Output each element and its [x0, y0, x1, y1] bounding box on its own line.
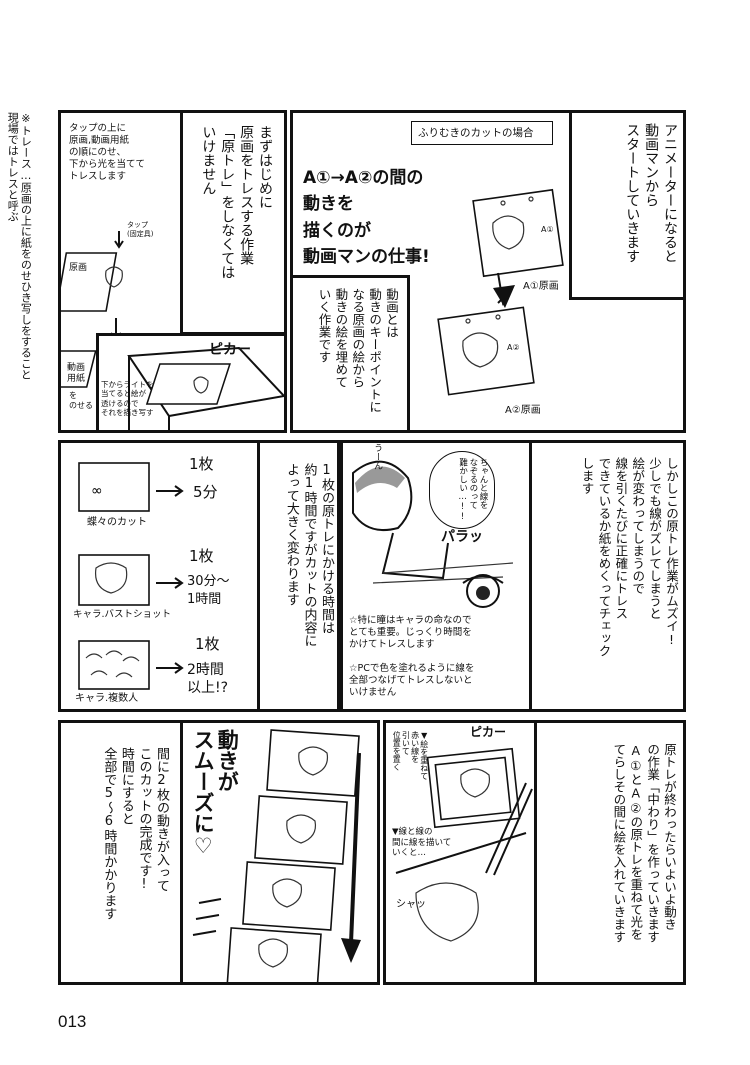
panel-trace-difficulty: しかしこの原トレ作業がムズイ! 少しでも線がズレてしまうと 絵が変わってしまうの…: [340, 440, 686, 712]
panel7-sfx: ピカー: [470, 725, 507, 739]
panel6-handwriting: 動きが スムーズに♡: [191, 729, 240, 858]
panel1-handwriting: タップの上に 原画,動画用紙 の順にのせ、 下から光を当てて トレスします: [69, 123, 146, 182]
light-table-note: 下からライトを 当てると絵が 透けるので それを描き写す: [101, 380, 154, 418]
row2-time: 30分～ 1時間: [187, 574, 230, 608]
row3-count: 1枚: [195, 635, 220, 653]
panel5-bubble: ちゃんと線を なぞるのって 難かしい…!!: [429, 451, 495, 529]
side-note: ※トレース…原画の上に紙をのせひき写しをすること 現場ではトレスと呼ぶ: [6, 112, 33, 380]
panel5-note2: ☆PCで色を塗れるように線を 全部つなげてトレスしないと いけません: [349, 663, 475, 698]
panel5-illustration: [352, 460, 514, 608]
panel3-caption: ふりむきのカットの場合: [411, 121, 553, 145]
panel3-narration-left: 動画とは 動きのキーポイントに なる原画の絵から 動きの絵を埋めて いく作業です: [316, 288, 400, 413]
panel3-narration-right-box: アニメーターになると 動画マンから スタートしていきます: [569, 113, 683, 300]
row2-caption: キャラ.バストショット: [73, 609, 172, 620]
panel7-illustration: [395, 747, 533, 942]
panel6-narration-box: 間に2枚の動きが入って このカットの完成です! 時間にすると 全部で5～6時間か…: [61, 723, 183, 982]
row1-caption: 蝶々のカット: [87, 517, 147, 528]
row3-time: 2時間 以上!?: [187, 662, 229, 697]
panel5-note1: ☆特に瞳はキャラの命なので とても重要。じっくり時間を かけてトレスします: [349, 615, 472, 650]
panel3-narration-right: アニメーターになると 動画マンから スタートしていきます: [624, 123, 678, 263]
panel7-narration-box: 原トレが終わったらいよいよ動き の作業「中わり」を作っていきます A①とA②の原…: [534, 723, 683, 982]
panel7-note1: ▼絵を重ねて 赤い線を 引いて 位置を置く: [392, 731, 429, 780]
sheet-a1-mark: A①: [541, 225, 554, 234]
tap-label: タップ (固定具): [127, 221, 154, 238]
panel-gentore-intro: まずはじめに 原画をトレスする作業 「原トレ」をしなくては いけません: [180, 110, 287, 335]
label-a2-genga: A②原画: [505, 405, 541, 416]
panel6-illustration: [192, 729, 361, 982]
panel-furimuki-cut: ふりむきのカットの場合 アニメーターになると 動画マンから スタートしていきます…: [290, 110, 686, 433]
panel5-narration-box: しかしこの原トレ作業がムズイ! 少しでも線がズレてしまうと 絵が変わってしまうの…: [529, 443, 683, 709]
row1-count: 1枚: [189, 455, 214, 473]
row1-time: 5分: [193, 483, 218, 501]
panel6-narration: 間に2枚の動きが入って このカットの完成です! 時間にすると 全部で5～6時間か…: [101, 747, 169, 920]
panel5-bubble-text: ちゃんと線を なぞるのって 難かしい…!!: [457, 458, 488, 522]
panel3-narration-left-box: 動画とは 動きのキーポイントに なる原画の絵から 動きの絵を埋めて いく作業です: [293, 275, 410, 430]
row3-caption: キャラ.複数人: [75, 693, 139, 704]
panel3-illustration: [437, 188, 564, 396]
panel4-narration: 1枚の原トレにかける時間は 約1時間ですがカットの内容に よって大きく変わります: [283, 463, 334, 647]
page-number: 013: [58, 1012, 87, 1031]
light-table-illustration: [127, 346, 284, 430]
panel3-handwriting: A①→A②の間の 動きを 描くのが 動画マンの仕事!: [303, 168, 430, 268]
panel-smooth-motion: 間に2枚の動きが入って このカットの完成です! 時間にすると 全部で5～6時間か…: [58, 720, 380, 985]
label-a1-genga: A①原画: [523, 281, 559, 292]
svg-text:∞: ∞: [91, 483, 103, 499]
panel7-note2: ▼線と線の 間に線を描いて いくと…: [392, 827, 452, 859]
douga-label: 動画 用紙: [67, 363, 86, 385]
light-table-sfx: ピカー: [209, 342, 251, 358]
panel-light-table: ピカー 下からライトを 当てると絵が 透けるので それを描き写す: [96, 333, 287, 433]
sheet-a2-mark: A②: [507, 343, 520, 352]
panel4-narration-box: 1枚の原トレにかける時間は 約1時間ですがカットの内容に よって大きく変わります: [257, 443, 337, 709]
row2-count: 1枚: [189, 547, 214, 565]
panel-time-per-sheet: 1枚の原トレにかける時間は 約1時間ですがカットの内容に よって大きく変わります…: [58, 440, 340, 712]
panel2-narration: まずはじめに 原画をトレスする作業 「原トレ」をしなくては いけません: [200, 125, 273, 279]
noseru-label: を のせる: [69, 391, 93, 410]
panel5-sfx-para: パラッ: [441, 529, 483, 545]
genga-label: 原画: [69, 263, 88, 273]
panel7-narration: 原トレが終わったらいよいよ動き の作業「中わり」を作っていきます A①とA②の原…: [611, 743, 677, 943]
panel5-narration: しかしこの原トレ作業がムズイ! 少しでも線がズレてしまうと 絵が変わってしまうの…: [579, 457, 679, 657]
panel4-illustration: ∞: [78, 462, 184, 690]
panel7-sfx2: シャッ: [396, 899, 426, 910]
panel-nakawari: 原トレが終わったらいよいよ動き の作業「中わり」を作っていきます A①とA②の原…: [383, 720, 686, 985]
panel5-sfx-un: うーん: [372, 443, 383, 470]
